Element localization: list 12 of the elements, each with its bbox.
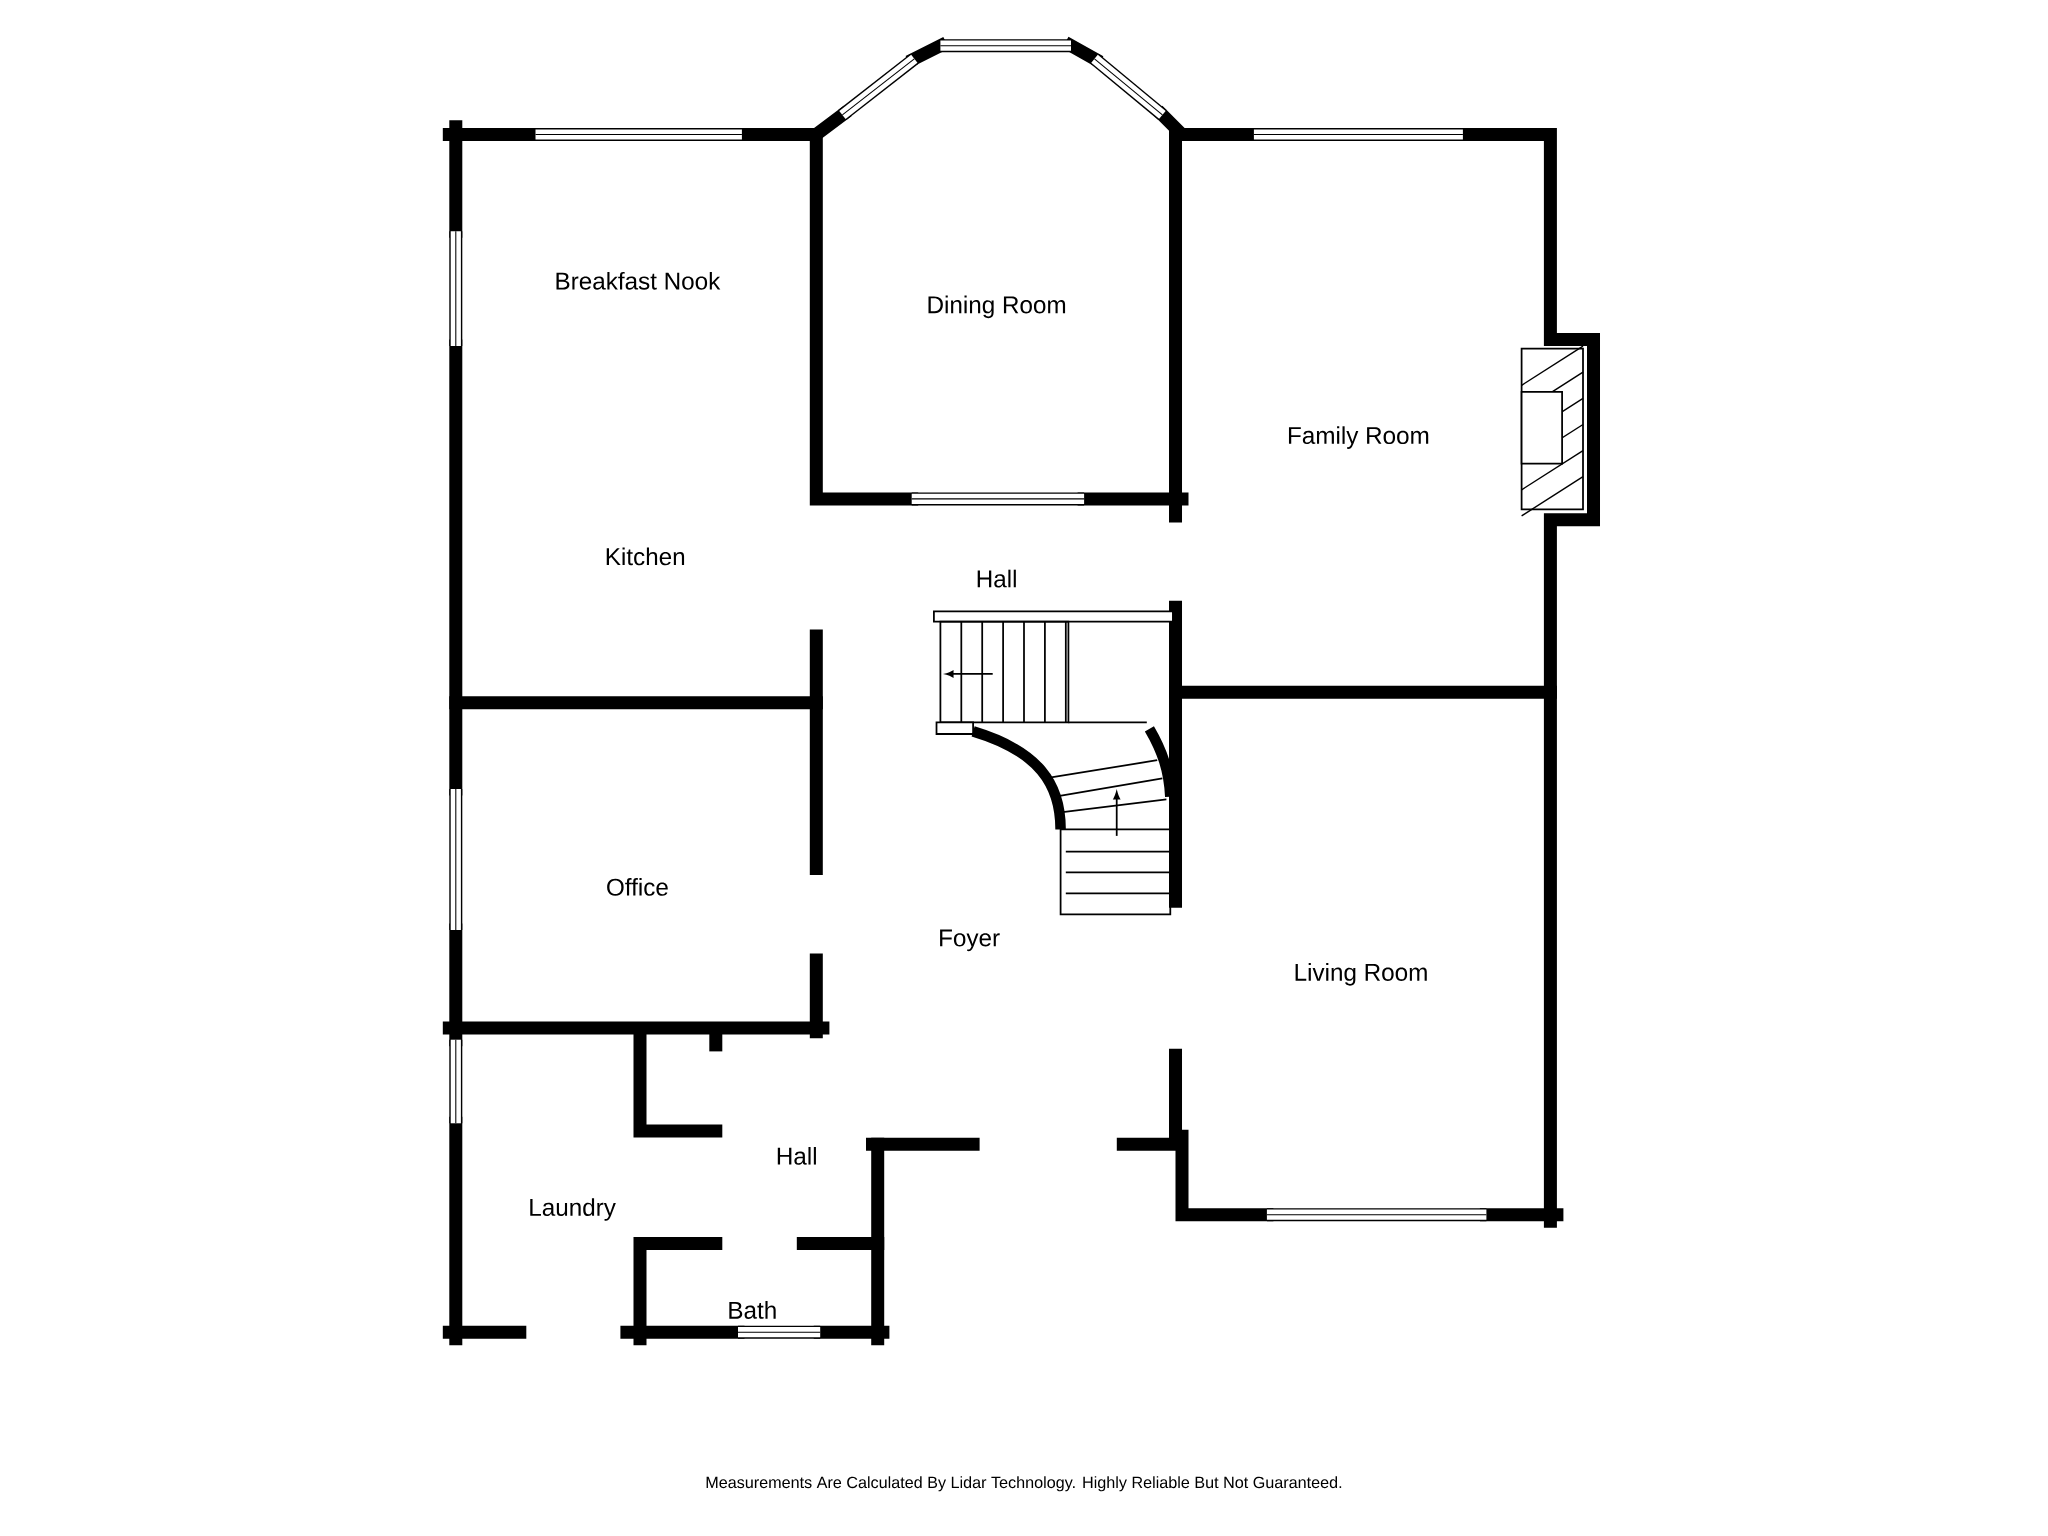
room-label: Laundry: [530, 1198, 616, 1221]
footnote: Measurements Are Calculated By Lidar Technology. Highly Reliable But Not Guaranteed.: [706, 1476, 1342, 1492]
room-label: Bath: [729, 1301, 776, 1319]
room-label: Dining Room: [928, 295, 1066, 319]
room-label: Foyer: [940, 929, 1000, 952]
room-label: Family Room: [1288, 426, 1429, 449]
room-label: Kitchen: [606, 547, 685, 566]
room-label: Living Room: [1295, 963, 1427, 986]
room-label: Hall: [977, 569, 1016, 588]
room-label: Breakfast Nook: [556, 271, 721, 290]
room-label: Office: [607, 878, 668, 896]
room-label: Hall: [777, 1147, 816, 1165]
